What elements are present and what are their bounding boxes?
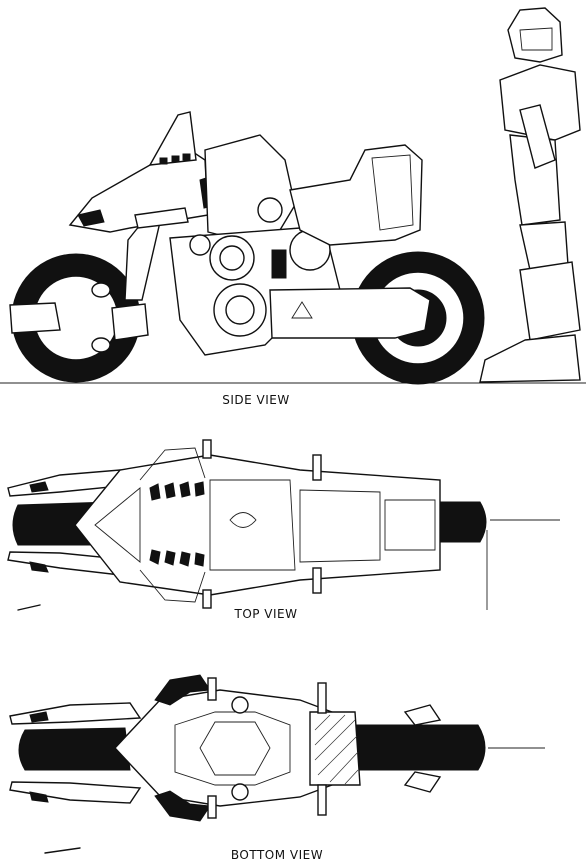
front-fairing: [68, 111, 219, 233]
main-body: [169, 134, 341, 356]
front-wheel: [11, 253, 141, 383]
top-direction-arrow: [17, 604, 41, 611]
seat: [289, 144, 423, 246]
bottom-rear-tire: [354, 724, 486, 771]
top-fork-blades: [7, 469, 132, 576]
bottom-front-tire: [18, 727, 131, 771]
top-view: TOP VIEW: [7, 439, 560, 621]
bottom-view: BOTTOM VIEW: [9, 674, 545, 862]
swing-arm: [269, 287, 431, 339]
top-view-caption: TOP VIEW: [233, 607, 297, 621]
top-body: [74, 439, 441, 609]
side-view: SIDE VIEW: [0, 7, 586, 407]
pilot-figure: [479, 7, 581, 383]
side-view-caption: SIDE VIEW: [222, 393, 290, 407]
front-fork: [9, 214, 161, 341]
bottom-frame: [114, 674, 442, 822]
bottom-direction-arrow: [44, 847, 81, 854]
bottom-view-caption: BOTTOM VIEW: [231, 848, 323, 862]
bottom-fork-blades: [9, 702, 142, 804]
